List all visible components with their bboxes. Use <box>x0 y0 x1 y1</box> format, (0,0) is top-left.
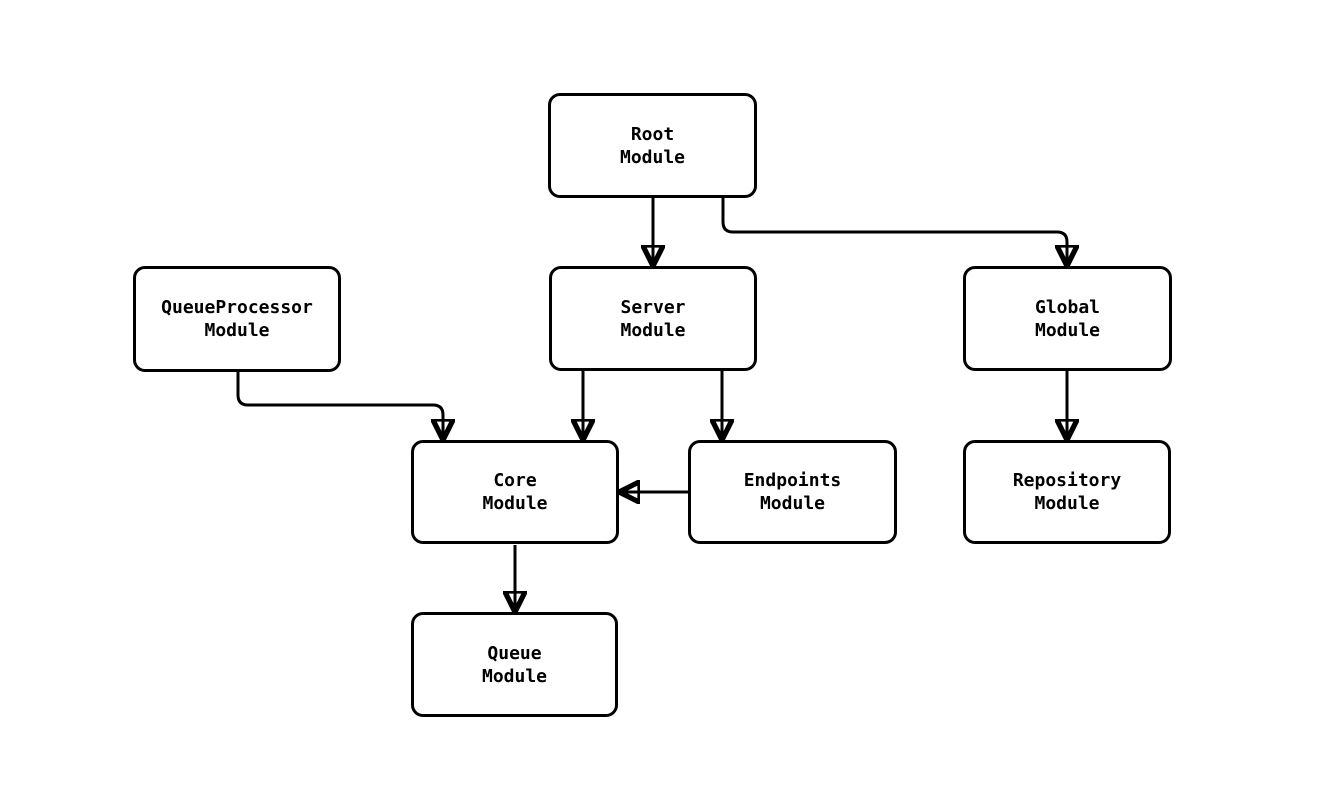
node-queueprocessor-module: QueueProcessor Module <box>133 266 341 372</box>
node-server-module: Server Module <box>549 266 757 371</box>
node-endpoints-module: Endpoints Module <box>688 440 897 544</box>
node-repository-module-label: Repository Module <box>1012 470 1122 514</box>
node-core-module-label: Core Module <box>482 470 548 514</box>
node-root-module-label: Root Module <box>619 123 686 168</box>
node-queueprocessor-module-label: QueueProcessor Module <box>161 297 313 341</box>
edge-queueprocessor-to-core <box>236 372 443 440</box>
node-global-module: Global Module <box>963 266 1172 371</box>
node-server-module-label: Server Module <box>620 296 686 341</box>
edge-root-to-global <box>721 198 1067 266</box>
node-queue-module: Queue Module <box>411 612 618 717</box>
node-root-module: Root Module <box>548 93 757 198</box>
node-repository-module: Repository Module <box>963 440 1171 544</box>
node-queue-module-label: Queue Module <box>481 642 548 687</box>
node-endpoints-module-label: Endpoints Module <box>743 470 842 514</box>
node-core-module: Core Module <box>411 440 619 544</box>
node-global-module-label: Global Module <box>1034 296 1101 341</box>
